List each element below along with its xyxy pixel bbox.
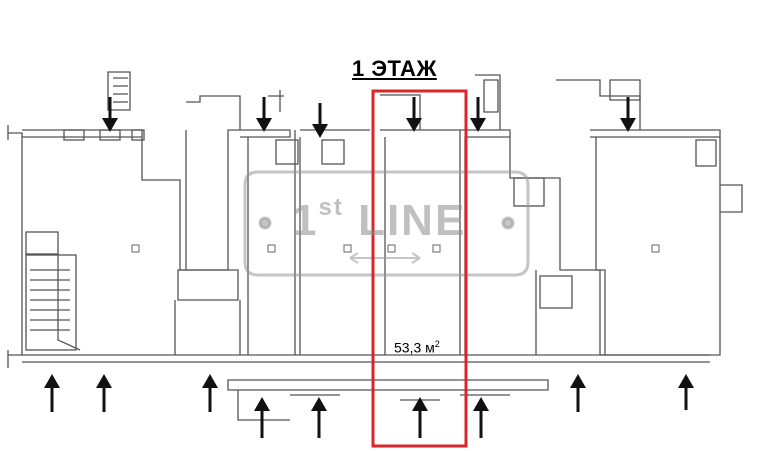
arrow-up-icon	[473, 397, 489, 438]
watermark-logo: 1st LINE	[292, 196, 466, 243]
arrow-down-icon	[470, 97, 486, 132]
arrow-up-icon	[254, 397, 270, 438]
watermark-word: LINE	[358, 196, 467, 245]
arrow-down-icon	[406, 97, 422, 132]
arrow-up-icon	[44, 374, 60, 412]
arrow-down-icon	[312, 103, 328, 138]
arrow-up-icon	[678, 374, 694, 410]
arrow-up-icon	[311, 397, 327, 438]
floor-title: 1 ЭТАЖ	[352, 56, 437, 81]
arrow-up-icon	[412, 397, 428, 438]
watermark	[243, 170, 530, 277]
arrow-up-icon	[570, 374, 586, 412]
column-markers	[131, 244, 660, 253]
arrow-down-icon	[620, 97, 636, 132]
arrow-down-icon	[102, 97, 118, 132]
arrow-up-icon	[202, 374, 218, 412]
arrow-down-icon	[256, 97, 272, 132]
unit-area-label: 53,3 м2	[394, 340, 440, 355]
entrance-arrows	[44, 97, 694, 438]
arrow-up-icon	[96, 374, 112, 412]
highlighted-unit-outline	[371, 89, 468, 448]
unit-area-exponent: 2	[434, 339, 440, 349]
watermark-number: 1	[292, 196, 319, 245]
unit-area-value: 53,3 м	[394, 339, 435, 356]
watermark-suffix: st	[318, 194, 344, 221]
